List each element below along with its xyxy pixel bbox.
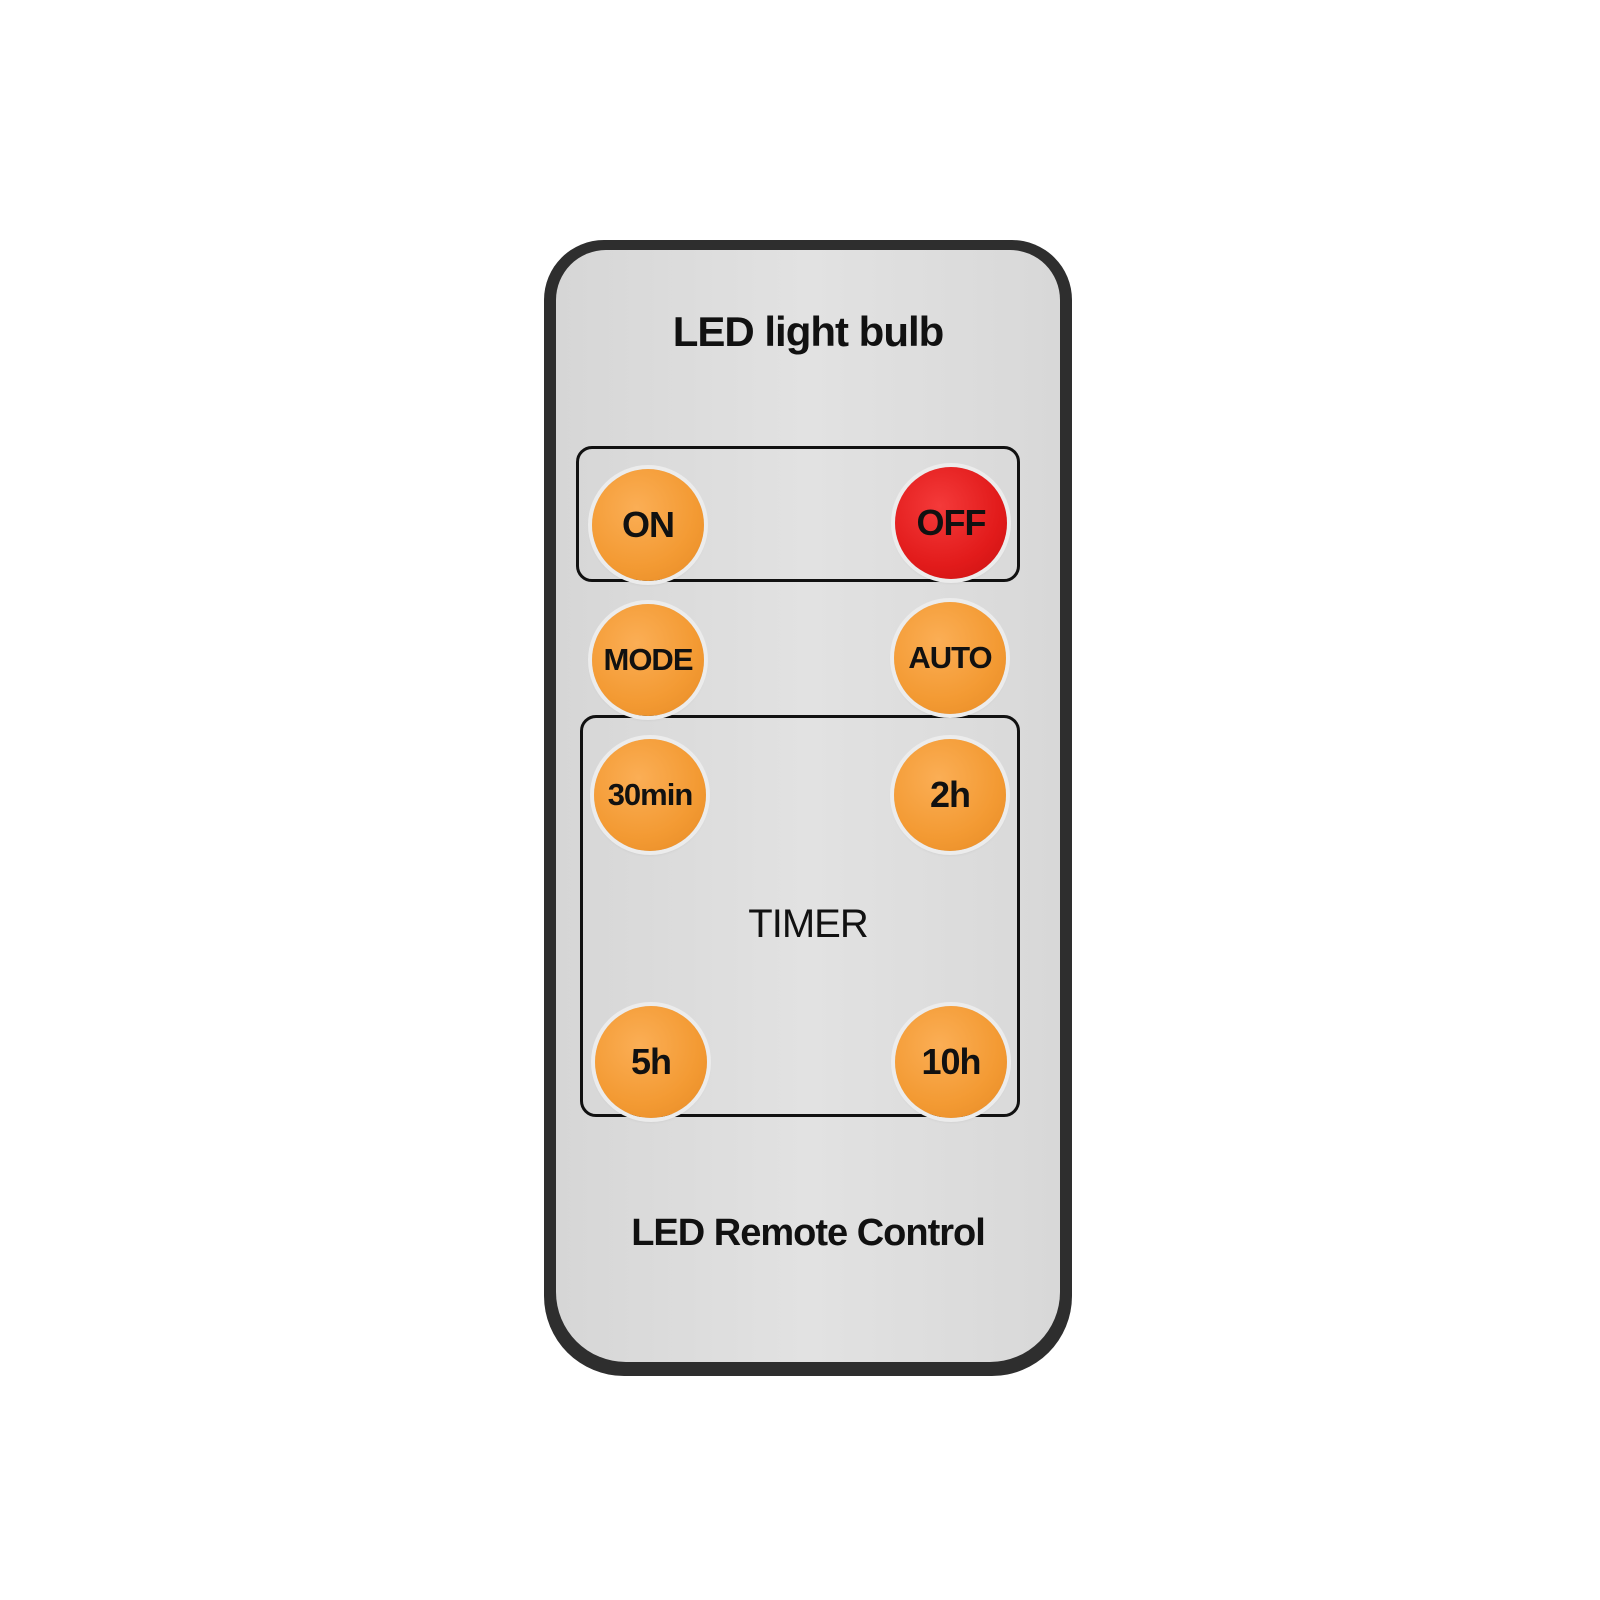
mode-button[interactable]: MODE	[592, 604, 704, 716]
timer-2h-button[interactable]: 2h	[894, 739, 1006, 851]
remote-control: LED light bulb TIMER LED Remote Control …	[544, 240, 1072, 1376]
timer-group-box	[580, 715, 1020, 1117]
timer-5h-button[interactable]: 5h	[595, 1006, 707, 1118]
off-button[interactable]: OFF	[895, 467, 1007, 579]
remote-face: LED light bulb TIMER LED Remote Control …	[556, 250, 1060, 1362]
power-group-box	[576, 446, 1020, 582]
timer-30min-button[interactable]: 30min	[594, 739, 706, 851]
remote-footer: LED Remote Control	[631, 1212, 986, 1254]
timer-10h-button[interactable]: 10h	[895, 1006, 1007, 1118]
auto-button[interactable]: AUTO	[894, 602, 1006, 714]
remote-title: LED light bulb	[672, 308, 945, 355]
on-button[interactable]: ON	[592, 469, 704, 581]
timer-label: TIMER	[748, 902, 868, 946]
